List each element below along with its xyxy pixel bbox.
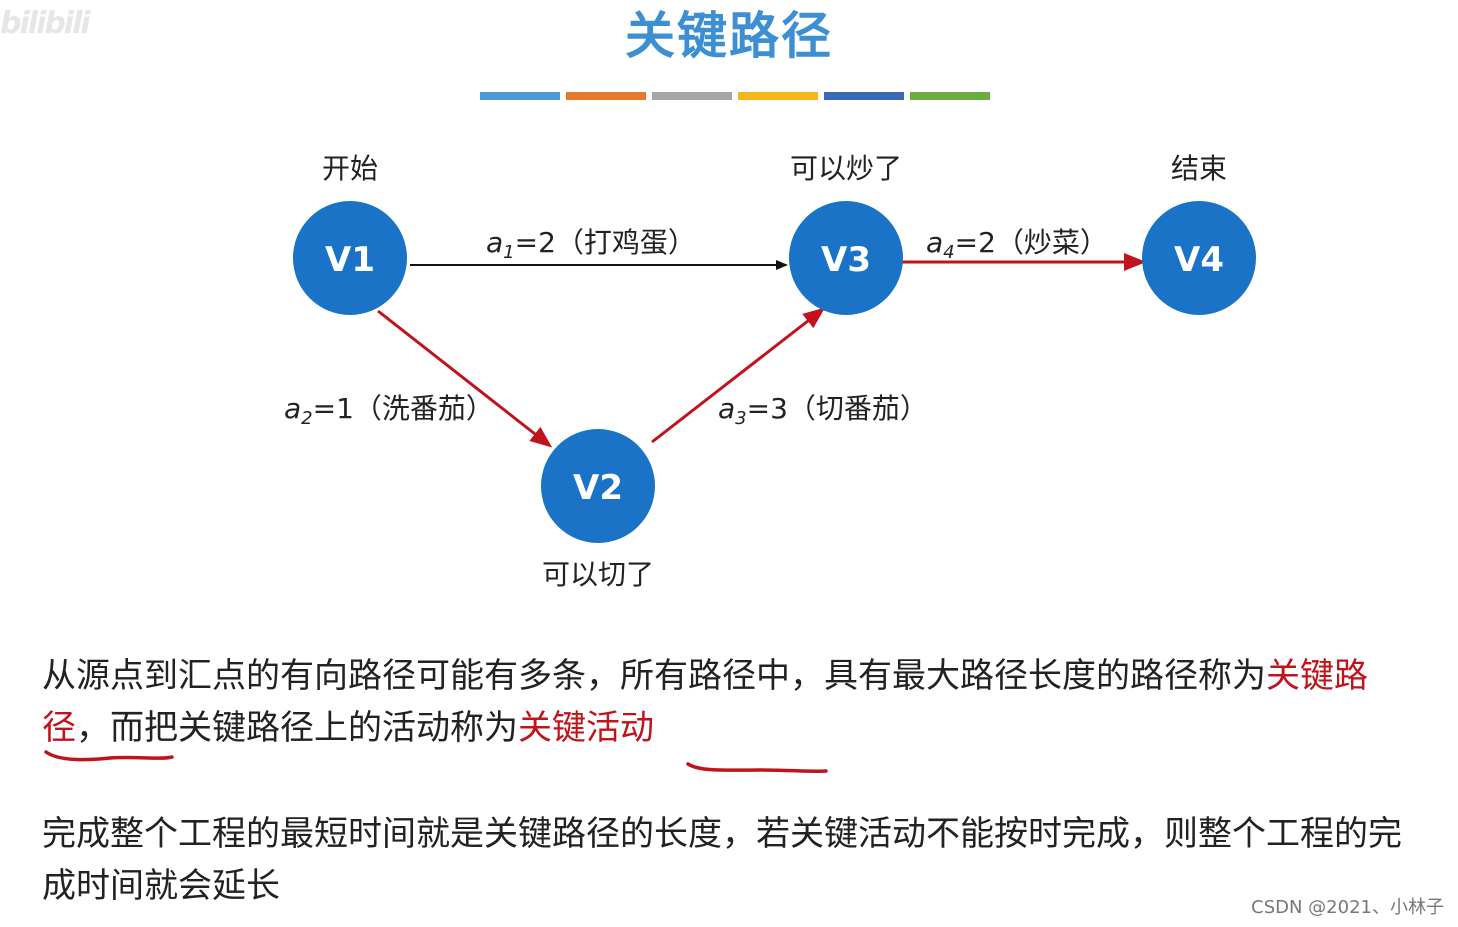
color-bar [652, 92, 732, 100]
conclusion-paragraph: 完成整个工程的最短时间就是关键路径的长度，若关键活动不能按时完成，则整个工程的完… [42, 814, 1402, 906]
node-v2-caption: 可以切了 [542, 558, 654, 591]
definition-paragraph: 从源点到汇点的有向路径可能有多条，所有路径中，具有最大路径长度的路径称为关键路径… [42, 650, 1422, 754]
edge-v2-v3 [651, 307, 826, 444]
critical-activity-term: 关键活动 [518, 708, 654, 748]
edge-label-a4: a4=2（炒菜） [926, 226, 1108, 263]
node-v2-label: V2 [573, 468, 623, 508]
node-v4: V4 [1142, 201, 1256, 315]
node-v1-label: V1 [325, 240, 375, 280]
edge-label-a1: a1=2（打鸡蛋） [486, 226, 696, 263]
edge-v1-v2 [377, 309, 553, 448]
node-v3-caption: 可以炒了 [790, 152, 902, 185]
edge-label-a3: a3=3（切番茄） [718, 392, 928, 429]
paragraph1-text-1: 从源点到汇点的有向路径可能有多条，所有路径中，具有最大路径长度的路径称为 [42, 656, 1266, 696]
underline-critical-activity [686, 762, 828, 774]
node-v1: V1 [293, 201, 407, 315]
color-bar-strip [480, 92, 990, 100]
color-bar [566, 92, 646, 100]
page-title: 关键路径 [625, 7, 833, 65]
color-bar [738, 92, 818, 100]
color-bar [910, 92, 990, 100]
paragraph1-text-2: ，而把关键路径上的活动称为 [76, 708, 518, 748]
color-bar [480, 92, 560, 100]
node-v3: V3 [789, 201, 903, 315]
node-v1-caption: 开始 [322, 152, 378, 185]
critical-path-diagram: a1=2（打鸡蛋） a2=1（洗番茄） a3=3（切番茄） a4=2（炒菜） V… [284, 152, 1256, 591]
node-v3-label: V3 [821, 240, 871, 280]
critical-path-term: 关键路径 [42, 656, 1368, 748]
bilibili-logo: bilibili [0, 6, 91, 41]
color-bar [824, 92, 904, 100]
edge-label-a2: a2=1（洗番茄） [284, 392, 494, 429]
node-v2: V2 [541, 429, 655, 543]
node-v4-caption: 结束 [1171, 152, 1227, 185]
node-v4-label: V4 [1174, 240, 1224, 280]
csdn-watermark: CSDN @2021、小林子 [1251, 897, 1444, 918]
